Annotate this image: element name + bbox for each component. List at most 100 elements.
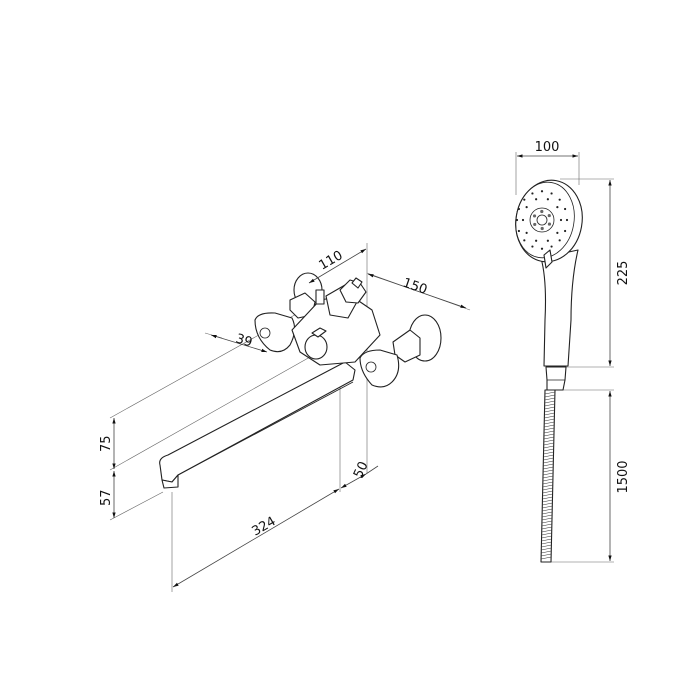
- nozzle-dot: [565, 218, 569, 222]
- hose-rib: [543, 430, 555, 434]
- nozzle-dot: [535, 198, 538, 201]
- nozzle-dot: [525, 231, 528, 234]
- dim-225: 225: [616, 261, 631, 286]
- hose-rib: [541, 520, 553, 524]
- hose-rib: [544, 397, 555, 401]
- dim-1500: 1500: [616, 460, 631, 493]
- hose-rib: [543, 439, 554, 443]
- center-nozzle-dot: [540, 209, 544, 214]
- hose-rib: [544, 400, 555, 404]
- hose-rib: [542, 496, 553, 500]
- dim-100: 100: [535, 140, 560, 155]
- nozzle-dot: [556, 231, 559, 234]
- hose-rib: [543, 466, 554, 470]
- hose-rib: [542, 475, 554, 479]
- hose-rib: [541, 544, 552, 548]
- hose-rib: [542, 508, 553, 512]
- center-nozzle: [536, 214, 548, 226]
- spray-selector: [543, 249, 553, 269]
- hose-rib: [541, 541, 552, 545]
- nozzle-dot: [525, 206, 528, 209]
- nozzle-dot: [558, 198, 561, 201]
- dim-75: 75: [99, 435, 114, 452]
- nozzle-dot: [558, 239, 561, 242]
- nozzle-dot: [540, 247, 544, 250]
- hose-rib: [542, 481, 553, 485]
- nozzle-dot: [563, 229, 567, 233]
- hose-rib: [544, 427, 555, 431]
- nozzle-dot: [523, 198, 526, 201]
- shower-handle: [540, 249, 579, 367]
- center-nozzle-dot: [547, 222, 552, 226]
- extension-lines: [109, 243, 471, 592]
- dim-39: 39: [234, 331, 254, 350]
- center-nozzle-dot: [532, 214, 537, 218]
- dim-57: 57: [99, 489, 114, 506]
- hose-rib: [544, 415, 555, 419]
- hose-rib: [541, 547, 552, 551]
- nozzle-dot: [550, 192, 553, 195]
- hose-rib: [543, 454, 554, 458]
- hose-rib: [541, 517, 553, 521]
- nozzle-dot: [515, 218, 519, 222]
- dim-50: 50: [351, 459, 372, 480]
- hose-connector: [545, 366, 567, 391]
- nozzle-dot: [521, 218, 525, 222]
- hose-rib: [544, 391, 556, 395]
- hose-rib: [544, 406, 555, 410]
- hose-rib: [543, 442, 554, 446]
- hose-rib: [544, 412, 555, 416]
- hose-rib: [543, 460, 554, 464]
- hose-rib: [543, 469, 554, 473]
- hose-rib: [541, 550, 552, 554]
- nozzle-dot: [559, 218, 563, 222]
- spout: [159, 361, 356, 489]
- hose-rib: [542, 502, 553, 506]
- hose-rib: [543, 451, 554, 455]
- hose-rib: [544, 409, 555, 413]
- hand-shower: 100 225 1500: [515, 140, 631, 563]
- hose-rib: [541, 556, 552, 560]
- center-nozzle-dot: [540, 226, 544, 231]
- nozzle-dot: [556, 206, 559, 209]
- hose-rib: [541, 553, 552, 557]
- hose-rib: [541, 538, 552, 542]
- hose-rib: [541, 523, 552, 527]
- hose-rib: [544, 394, 555, 398]
- nozzle-dot: [523, 239, 526, 242]
- hose-rib: [542, 478, 553, 482]
- nozzle-dot: [540, 190, 544, 193]
- hose-rib: [542, 514, 553, 518]
- nozzle-dot: [563, 207, 567, 211]
- diverter-knob: [304, 327, 328, 360]
- hose-rib: [543, 463, 554, 467]
- nozzle-dot: [531, 192, 534, 195]
- dim-150: 150: [401, 276, 429, 298]
- hose-rib: [542, 505, 553, 509]
- right-handle: [359, 349, 400, 388]
- hose-rib: [543, 448, 554, 452]
- hose-rib: [544, 421, 555, 425]
- shower-head: [515, 179, 583, 269]
- nozzle-dot: [535, 239, 538, 242]
- hose-rib: [543, 433, 555, 437]
- hose-rib: [544, 418, 555, 422]
- dimension-lines: [517, 154, 612, 561]
- hose-rib: [541, 529, 552, 533]
- center-nozzle-dot: [547, 213, 551, 218]
- center-nozzle-dot: [533, 222, 537, 227]
- center-ring: [529, 207, 555, 233]
- hose-rib: [541, 526, 552, 530]
- hose-rib: [544, 403, 555, 407]
- threaded-outlet: [315, 289, 325, 305]
- hose-rib: [542, 511, 553, 515]
- nozzle-dot: [546, 198, 549, 201]
- hose: [540, 389, 556, 563]
- right-valve: [359, 314, 442, 388]
- hose-rib: [541, 535, 552, 539]
- nozzle-dot: [546, 239, 549, 242]
- hose-rib: [543, 457, 554, 461]
- hose-rib: [544, 424, 555, 428]
- hose-rib: [542, 499, 553, 503]
